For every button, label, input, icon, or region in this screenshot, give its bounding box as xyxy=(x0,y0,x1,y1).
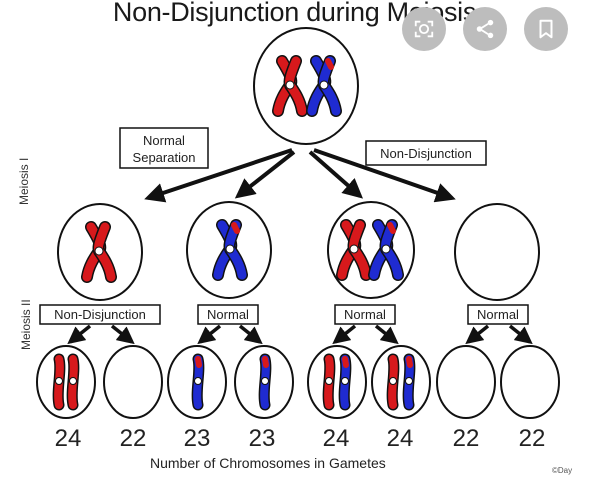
gamete-count: 24 xyxy=(387,425,414,452)
gamete-7 xyxy=(436,345,496,419)
normal-label-c: Normal xyxy=(477,307,519,322)
gamete-8 xyxy=(500,345,560,419)
cell-m1-c xyxy=(327,201,415,299)
gamete-5-chromatid-blue xyxy=(342,359,349,405)
normal-box-c xyxy=(467,304,529,325)
arrow-to-cell-3 xyxy=(308,150,364,199)
gamete-count: 22 xyxy=(519,425,546,452)
arrow-to-cell-2 xyxy=(234,150,296,199)
bookmark-icon xyxy=(539,19,553,39)
non-disjunction-bottom-box xyxy=(39,304,161,325)
meiosis-1-label: Meiosis I xyxy=(17,158,31,205)
gamete-count: 22 xyxy=(453,425,480,452)
gamete-count: 24 xyxy=(55,425,82,452)
gamete-count: 24 xyxy=(323,425,350,452)
gamete-6-chromatid-red xyxy=(390,359,397,405)
normal-separation-line2: Separation xyxy=(133,150,196,165)
normal-label-a: Normal xyxy=(207,307,249,322)
share-icon xyxy=(476,19,494,39)
parent-cell xyxy=(253,27,359,145)
bookmark-button[interactable] xyxy=(524,7,568,51)
non-disjunction-top-box xyxy=(365,140,487,166)
cell-m1-d xyxy=(454,203,540,301)
gamete-1-chromatid-a xyxy=(56,359,63,405)
share-button[interactable] xyxy=(463,7,507,51)
lens-button[interactable] xyxy=(402,7,446,51)
gamete-2 xyxy=(103,345,163,419)
normal-box-b xyxy=(334,304,396,325)
gamete-1-chromatid-b xyxy=(70,359,77,405)
meiosis-2-label: Meiosis II xyxy=(19,299,33,350)
gamete-1 xyxy=(36,345,96,419)
lens-icon xyxy=(414,20,434,38)
credit-label: ©Day xyxy=(552,466,573,475)
meiosis-2-arrows xyxy=(67,324,533,345)
gamete-3-chromatid xyxy=(195,359,202,405)
gamete-4-chromatid xyxy=(262,359,269,405)
normal-separation-line1: Normal xyxy=(143,133,185,148)
non-disjunction-bottom-label: Non-Disjunction xyxy=(54,307,146,322)
footer-label: Number of Chromosomes in Gametes xyxy=(150,455,386,471)
arrow-to-cell-4 xyxy=(313,148,456,203)
gamete-count: 23 xyxy=(249,425,276,452)
arrow-to-cell-1 xyxy=(144,148,293,203)
gamete-6 xyxy=(371,345,431,419)
gamete-5 xyxy=(307,345,367,419)
gamete-count: 22 xyxy=(120,425,147,452)
gamete-count: 23 xyxy=(184,425,211,452)
non-disjunction-top-label: Non-Disjunction xyxy=(380,146,472,161)
normal-box-a xyxy=(197,304,259,325)
normal-label-b: Normal xyxy=(344,307,386,322)
gamete-6-chromatid-blue xyxy=(406,359,413,405)
normal-separation-box xyxy=(119,127,209,169)
gamete-5-chromatid-red xyxy=(326,359,333,405)
